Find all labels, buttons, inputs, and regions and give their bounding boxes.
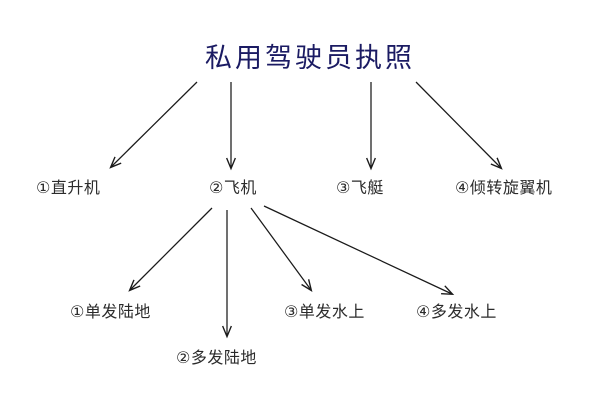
arrow-airplane-to-multi-engine-sea — [263, 205, 455, 296]
node-single-engine-sea: ③单发水上 — [284, 302, 365, 321]
node-airship: ③飞艇 — [336, 178, 384, 197]
node-multi-engine-sea: ④多发水上 — [416, 302, 497, 321]
diagram-root-title: 私用驾驶员执照 — [205, 43, 415, 74]
node-multi-engine-land: ②多发陆地 — [176, 348, 257, 367]
arrow-airplane-to-single-engine-sea — [250, 207, 313, 292]
arrow-root-to-tiltrotor — [415, 81, 503, 170]
node-airplane: ②飞机 — [209, 178, 257, 197]
arrow-airplane-to-single-engine-land — [128, 207, 213, 292]
arrow-root-to-helicopter — [109, 81, 198, 169]
node-helicopter: ①直升机 — [36, 178, 101, 197]
node-tiltrotor: ④倾转旋翼机 — [455, 178, 553, 197]
node-single-engine-land: ①单发陆地 — [70, 302, 151, 321]
